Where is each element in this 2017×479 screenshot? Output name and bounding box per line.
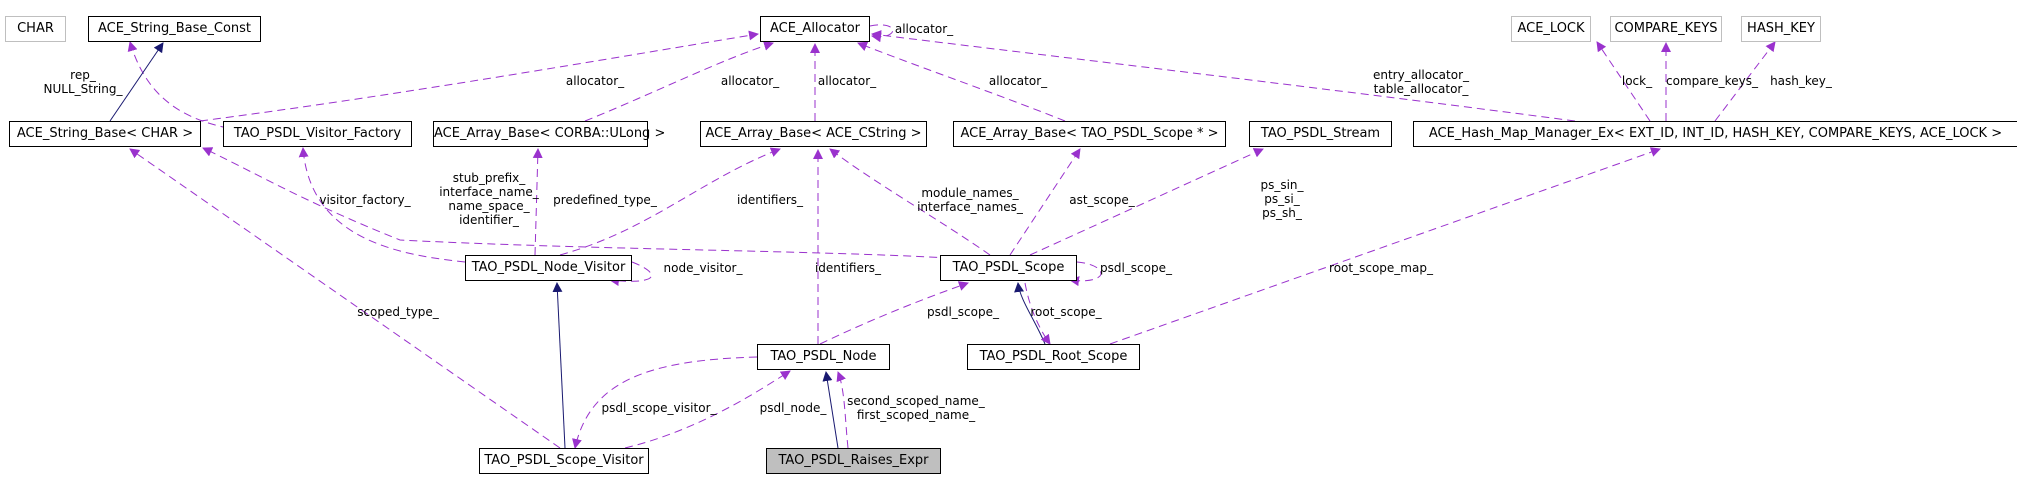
node-char[interactable]: CHAR <box>5 16 66 42</box>
label-psdl-scope-node: psdl_scope_ <box>926 305 999 319</box>
label-allocator-string: allocator_ <box>565 74 625 88</box>
edge-ulong-allocator <box>584 40 774 122</box>
node-array-base-cstring[interactable]: ACE_Array_Base< ACE_CString > <box>700 121 927 147</box>
label-scoped-names: second_scoped_name_ first_scoped_name_ <box>847 394 985 422</box>
label-allocator-cstring: allocator_ <box>817 74 877 88</box>
label-root-scope: root_scope_ <box>1030 305 1102 319</box>
label-allocator-self: allocator_ <box>894 22 954 36</box>
edge-visitor-self <box>609 261 652 286</box>
label-rep-null-string: rep_ NULL_String_ <box>43 68 123 96</box>
node-ace-lock[interactable]: ACE_LOCK <box>1511 16 1591 42</box>
edge-visitor-stringbase <box>202 147 951 259</box>
node-ace-allocator[interactable]: ACE_Allocator <box>760 16 870 42</box>
node-psdl-stream[interactable]: TAO_PSDL_Stream <box>1249 121 1392 147</box>
label-scoped-type: scoped_type_ <box>357 305 439 319</box>
node-array-base-scope[interactable]: ACE_Array_Base< TAO_PSDL_Scope * > <box>953 121 1226 147</box>
edge-node-scopevisitor <box>572 356 758 449</box>
edge-visitor-ulong <box>532 148 543 256</box>
node-string-base[interactable]: ACE_String_Base< CHAR > <box>9 121 201 147</box>
edge-scopevisitor-nodevisitor <box>552 282 566 449</box>
node-string-base-const[interactable]: ACE_String_Base_Const <box>88 16 261 42</box>
edge-scope-self <box>1069 261 1102 287</box>
edge-visitor-factory <box>298 147 466 263</box>
label-compare-keys: compare_keys_ <box>1666 74 1758 88</box>
edge-scope-cstring <box>829 148 991 256</box>
node-psdl-raises-expr[interactable]: TAO_PSDL_Raises_Expr <box>766 448 941 474</box>
edge-scope-rootscope <box>1024 282 1051 345</box>
label-ast-scope: ast_scope_ <box>1069 193 1135 207</box>
edge-raises-node-usage <box>836 371 849 449</box>
label-node-visitor: node_visitor_ <box>663 261 743 275</box>
label-predefined-type: predefined_type_ <box>553 193 657 207</box>
label-visitor-factory: visitor_factory_ <box>319 193 411 207</box>
edge-visitor-cstring <box>559 147 781 256</box>
edge-scopevisitor-stringbase <box>129 148 561 449</box>
label-psdl-node: psdl_node_ <box>759 401 827 415</box>
edge-node-scope <box>819 281 969 345</box>
label-lock: lock_ <box>1621 74 1653 88</box>
label-psdl-scope-self: psdl_scope_ <box>1099 261 1172 275</box>
edge-stringbase-allocator <box>199 30 759 122</box>
node-psdl-scope[interactable]: TAO_PSDL_Scope <box>940 255 1077 281</box>
node-visitor-factory[interactable]: TAO_PSDL_Visitor_Factory <box>223 121 412 147</box>
label-ps-streams: ps_sin_ ps_si_ ps_sh_ <box>1260 178 1304 220</box>
node-array-base-ulong[interactable]: ACE_Array_Base< CORBA::ULong > <box>433 121 665 147</box>
label-allocator-scope: allocator_ <box>988 74 1048 88</box>
label-identifiers-node: identifiers_ <box>814 261 882 275</box>
label-module-interface-names: module_names_ interface_names_ <box>917 186 1023 214</box>
node-psdl-scope-visitor[interactable]: TAO_PSDL_Scope_Visitor <box>479 448 649 474</box>
node-hash-map-manager[interactable]: ACE_Hash_Map_Manager_Ex< EXT_ID, INT_ID,… <box>1413 121 2017 147</box>
node-psdl-node[interactable]: TAO_PSDL_Node <box>757 344 890 370</box>
label-stub-prefix-group: stub_prefix_ interface_name_ name_space_… <box>439 171 539 227</box>
edge-raises-node <box>822 371 839 449</box>
node-psdl-node-visitor[interactable]: TAO_PSDL_Node_Visitor <box>465 255 632 281</box>
node-hash-key[interactable]: HASH_KEY <box>1741 16 1821 42</box>
edge-scope-allocator <box>857 41 1066 122</box>
edge-hashmap-lock <box>1596 41 1651 122</box>
label-identifiers-visitor: identifiers_ <box>736 193 804 207</box>
edge-scopevisitor-node <box>624 370 791 449</box>
label-entry-table-allocator: entry_allocator_ table_allocator_ <box>1372 68 1470 96</box>
label-root-scope-map: root_scope_map_ <box>1329 261 1433 275</box>
node-psdl-root-scope[interactable]: TAO_PSDL_Root_Scope <box>967 344 1140 370</box>
edge-hashmap-hashkey <box>1714 41 1776 122</box>
edge-stringbase-const <box>109 42 164 122</box>
edge-hashmap-allocator <box>871 30 1576 122</box>
label-psdl-scope-visitor: psdl_scope_visitor_ <box>601 401 717 415</box>
edge-rootscope-hashmap <box>1109 147 1661 345</box>
label-hash-key: hash_key_ <box>1770 74 1832 88</box>
edge-scope-arrayscope <box>1009 148 1081 256</box>
node-compare-keys[interactable]: COMPARE_KEYS <box>1610 16 1722 42</box>
edge-scope-stream <box>1029 148 1264 256</box>
label-allocator-ulong: allocator_ <box>720 74 780 88</box>
